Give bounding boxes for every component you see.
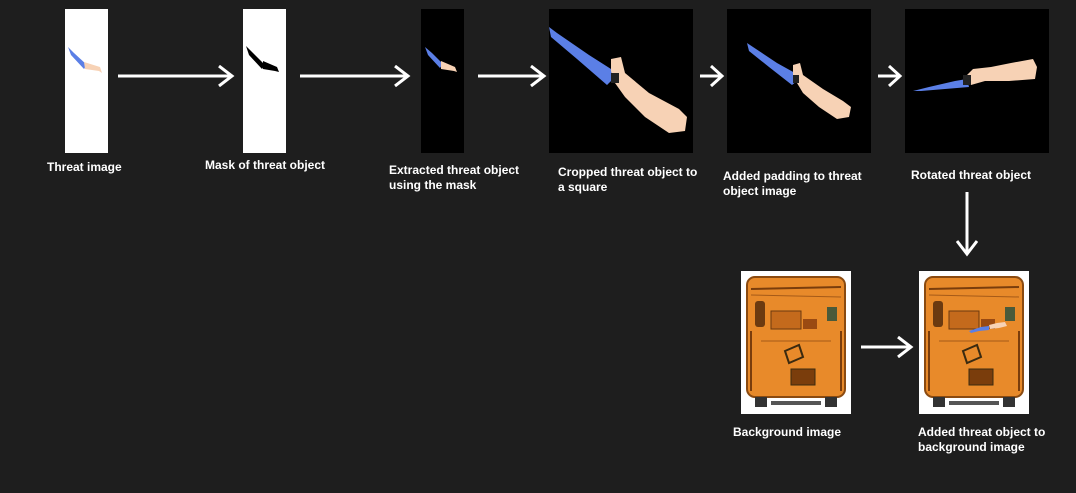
padded-threat-image [727, 9, 871, 153]
caption-combined: Added threat object to background image [918, 425, 1045, 455]
caption-line-2: background image [918, 440, 1025, 454]
xray-bag-icon [746, 276, 846, 407]
caption-line-2: using the mask [389, 178, 477, 192]
caption-threat-image: Threat image [47, 160, 122, 175]
arrow-right-icon [300, 65, 412, 87]
caption-extracted: Extracted threat object using the mask [389, 163, 519, 193]
caption-text: Rotated threat object [911, 168, 1032, 182]
arrow-right-icon [700, 65, 726, 87]
caption-padded: Added padding to threat object image [723, 169, 862, 199]
combined-xray-image [919, 271, 1029, 414]
arrow-down-icon [956, 192, 978, 258]
caption-line-2: a square [558, 180, 608, 194]
caption-line-2: object image [723, 184, 797, 198]
background-xray-image [741, 271, 851, 414]
arrow-right-icon [478, 65, 548, 87]
caption-cropped: Cropped threat object to a square [558, 165, 697, 195]
caption-line-1: Added threat object to [918, 425, 1046, 439]
caption-line-1: Extracted threat object [389, 163, 520, 177]
arrow-right-icon [878, 65, 904, 87]
knife-cropped-icon [549, 27, 687, 133]
arrow-right-icon [118, 65, 236, 87]
knife-rotated-icon [913, 59, 1037, 91]
caption-text: Mask of threat object [205, 158, 326, 172]
cropped-threat-image [549, 9, 693, 153]
mask-image [243, 9, 286, 153]
knife-mask-icon [246, 46, 279, 72]
extracted-threat-image [421, 9, 464, 153]
caption-mask: Mask of threat object [205, 158, 325, 173]
knife-extracted-icon [425, 47, 457, 72]
caption-text: Threat image [47, 160, 122, 174]
threat-image [65, 9, 108, 153]
rotated-threat-image [905, 9, 1049, 153]
caption-line-1: Added padding to threat [723, 169, 862, 183]
caption-text: Background image [733, 425, 842, 439]
caption-rotated: Rotated threat object [911, 168, 1031, 183]
arrow-right-icon [861, 336, 915, 358]
xray-bag-with-knife-icon [924, 276, 1024, 407]
caption-background: Background image [733, 425, 841, 440]
caption-line-1: Cropped threat object to [558, 165, 698, 179]
knife-padded-icon [747, 43, 851, 119]
knife-icon [68, 47, 102, 73]
